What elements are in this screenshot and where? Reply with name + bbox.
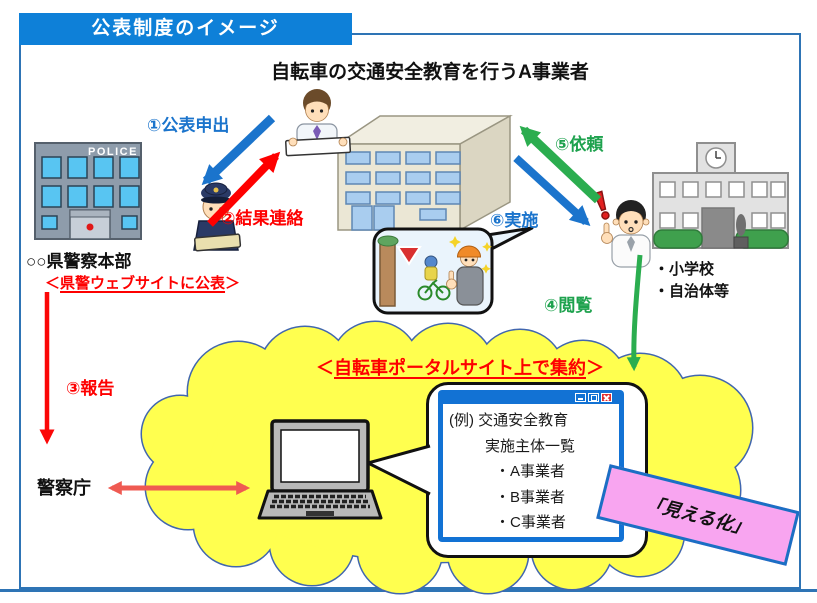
requester-item-municipality: ・自治体等 (654, 283, 730, 300)
flow-label-view: ④閲覧 (544, 296, 593, 315)
publish-note-suffix: ＞ (225, 275, 241, 292)
bicycle-icon (424, 279, 444, 294)
npa-label: 警察庁 (37, 478, 91, 498)
window-close-icon (601, 393, 612, 402)
education-illustration (372, 226, 534, 315)
portal-heading-suffix: ＞ (586, 358, 604, 378)
operator-staff-figure (285, 89, 352, 157)
window-maximize-icon (588, 393, 599, 402)
cap-badge-icon (213, 187, 219, 193)
flow-arrows (39, 114, 643, 495)
flow-label-apply: ①公表申出 (147, 116, 230, 135)
statue-icon (736, 214, 746, 236)
document-icon (285, 136, 352, 157)
flow-label-report: ③報告 (66, 379, 115, 398)
browser-line: 実施主体一覧 (485, 437, 576, 455)
arrow-apply (201, 114, 276, 186)
laptop-icon (257, 419, 383, 520)
instructor-helmet-icon (456, 245, 482, 258)
clipboard-icon (193, 233, 242, 252)
page-title: 公表制度のイメージ (91, 18, 280, 39)
browser-line: ・C事業者 (495, 514, 566, 531)
publish-note: ＜県警ウェブサイトに公表＞ (45, 272, 240, 293)
wall-icon (379, 239, 396, 307)
subject-heading: 自転車の交通安全教育を行うA事業者 (271, 62, 589, 83)
flow-label-request: ⑤依頼 (555, 135, 604, 154)
operator-building (335, 114, 513, 232)
sparkle-icon (482, 242, 492, 252)
school-door (701, 207, 735, 249)
publish-note-body: 県警ウェブサイトに公表 (60, 275, 226, 292)
necktie-icon (627, 236, 635, 252)
arrow-request (519, 125, 602, 204)
requester-item-school: ・小学校 (654, 261, 715, 278)
bush-icon (653, 229, 703, 249)
arrow-view (626, 254, 643, 372)
child-helmet-icon (424, 255, 438, 269)
browser-line: ・B事業者 (495, 488, 566, 506)
browser-line: (例) 交通安全教育 (449, 412, 569, 429)
portal-browser-content-area (443, 404, 619, 537)
school-building (652, 142, 789, 249)
publish-note-prefix: ＜ (45, 275, 61, 292)
window-minimize-icon (575, 393, 586, 402)
browser-line: ・A事業者 (495, 463, 566, 480)
necktie-icon (313, 125, 321, 140)
police-hq-label: ○○県警察本部 (26, 252, 132, 271)
stop-sign-icon (396, 246, 422, 266)
portal-heading: ＜自転車ポータルサイト上で集約＞ (285, 354, 635, 380)
portal-browser-lines: (例) 交通安全教育 実施主体一覧 ・A事業者 ・B事業者 ・C事業者 (449, 408, 617, 536)
flow-label-implement: ⑥実施 (490, 211, 539, 230)
sparkle-icon (449, 236, 461, 248)
arrow-result (207, 151, 281, 227)
portal-heading-prefix: ＜ (316, 358, 334, 378)
flow-label-result: ②結果連絡 (221, 209, 304, 228)
portal-heading-body: 自転車ポータルサイト上で集約 (334, 358, 586, 378)
arrow-implement (513, 155, 591, 227)
browser-callout-pointer (366, 444, 431, 496)
police-building-sign: POLICE (88, 146, 138, 158)
sparkle-icon (481, 264, 491, 274)
police-building (34, 142, 142, 240)
visualization-banner-label: 「見える化」 (643, 493, 753, 539)
diagram-title-bar: 公表制度のイメージ (19, 13, 352, 45)
